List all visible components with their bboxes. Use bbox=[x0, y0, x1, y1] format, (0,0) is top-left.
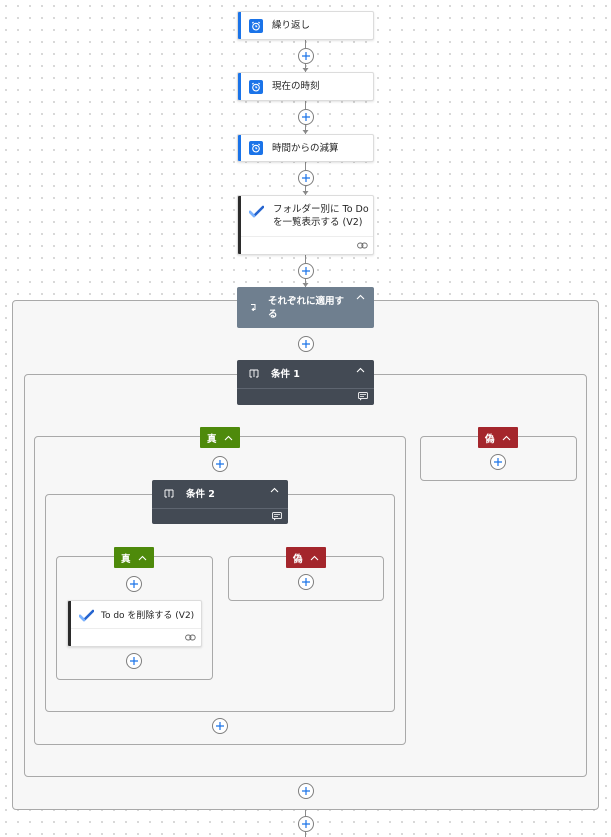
todo-check-icon bbox=[79, 609, 94, 622]
alarm-clock-icon bbox=[249, 18, 263, 33]
condition-icon bbox=[164, 489, 174, 498]
condition2-header[interactable]: 条件 2 bbox=[152, 480, 288, 524]
chevron-up-icon[interactable] bbox=[502, 435, 511, 441]
alarm-clock-icon bbox=[249, 79, 263, 94]
condition2-false-branch-label[interactable]: 偽 bbox=[286, 547, 326, 568]
card-accent bbox=[238, 12, 241, 39]
action-title-line2: を一覧表示する (V2) bbox=[273, 217, 363, 228]
condition1-title: 条件 1 bbox=[271, 369, 300, 380]
branch-label-text: 真 bbox=[207, 433, 217, 445]
branch-label-text: 偽 bbox=[485, 433, 495, 445]
condition1-false-branch-label[interactable]: 偽 bbox=[478, 427, 518, 448]
action-card-delete-todo[interactable]: To do を削除する (V2) bbox=[67, 600, 202, 647]
card-accent bbox=[68, 601, 71, 646]
add-step-button[interactable] bbox=[212, 456, 228, 472]
chevron-up-icon[interactable] bbox=[356, 294, 365, 300]
add-step-button[interactable] bbox=[490, 454, 506, 470]
action-title-line1: フォルダー別に To Do bbox=[273, 204, 369, 215]
condition2-true-branch-label[interactable]: 真 bbox=[114, 547, 154, 568]
card-accent bbox=[238, 73, 241, 100]
plus-icon bbox=[301, 787, 310, 795]
action-card-current-time[interactable]: 現在の時刻 bbox=[237, 72, 374, 101]
add-step-button[interactable] bbox=[297, 816, 314, 832]
chevron-up-icon[interactable] bbox=[356, 367, 365, 373]
condition-icon bbox=[249, 369, 259, 378]
loop-icon bbox=[251, 304, 256, 311]
header-divider bbox=[152, 508, 288, 509]
comment-icon[interactable] bbox=[272, 512, 282, 521]
plus-icon bbox=[130, 657, 138, 665]
add-step-button[interactable] bbox=[212, 718, 228, 734]
apply-each-title-line1: それぞれに適用す bbox=[268, 296, 345, 307]
add-step-button[interactable] bbox=[297, 263, 314, 279]
chevron-up-icon[interactable] bbox=[224, 435, 233, 441]
action-card-list-todos[interactable]: フォルダー別に To Do を一覧表示する (V2) bbox=[237, 195, 374, 255]
plus-icon bbox=[494, 458, 502, 466]
plus-icon bbox=[301, 267, 310, 275]
add-step-button[interactable] bbox=[297, 170, 314, 186]
condition2-title: 条件 2 bbox=[186, 489, 215, 500]
apply-each-title-line2: る bbox=[268, 309, 278, 320]
add-step-button[interactable] bbox=[297, 48, 314, 64]
branch-label-text: 真 bbox=[121, 553, 131, 565]
card-footer bbox=[241, 236, 373, 254]
card-footer bbox=[71, 628, 201, 646]
chevron-up-icon[interactable] bbox=[138, 555, 147, 561]
plus-icon bbox=[301, 340, 310, 348]
plus-icon bbox=[301, 578, 310, 586]
action-title: 時間からの減算 bbox=[272, 142, 339, 154]
action-title: 現在の時刻 bbox=[272, 81, 320, 92]
action-title: To do を削除する (V2) bbox=[101, 610, 195, 621]
link-icon[interactable] bbox=[185, 634, 196, 641]
action-card-recurrence[interactable]: 繰り返し bbox=[237, 11, 374, 40]
condition1-true-branch-label[interactable]: 真 bbox=[200, 427, 240, 448]
add-step-button[interactable] bbox=[297, 336, 314, 352]
link-icon[interactable] bbox=[357, 242, 368, 249]
plus-icon bbox=[216, 460, 224, 468]
chevron-up-icon[interactable] bbox=[270, 487, 279, 493]
todo-check-icon bbox=[249, 205, 264, 218]
add-step-button[interactable] bbox=[297, 574, 314, 590]
comment-icon[interactable] bbox=[358, 392, 368, 401]
add-step-button[interactable] bbox=[297, 783, 314, 799]
condition1-header[interactable]: 条件 1 bbox=[237, 360, 374, 405]
branch-label-text: 偽 bbox=[293, 553, 303, 565]
card-accent bbox=[238, 135, 241, 161]
plus-icon bbox=[216, 722, 224, 730]
add-step-button[interactable] bbox=[297, 109, 314, 125]
alarm-clock-icon bbox=[249, 141, 263, 155]
plus-icon bbox=[301, 52, 310, 60]
plus-icon bbox=[301, 113, 310, 121]
plus-icon bbox=[301, 174, 310, 182]
action-title: 繰り返し bbox=[272, 20, 311, 31]
plus-icon bbox=[301, 820, 310, 828]
add-step-button[interactable] bbox=[126, 653, 142, 669]
add-step-button[interactable] bbox=[126, 576, 142, 592]
action-card-subtract-time[interactable]: 時間からの減算 bbox=[237, 134, 374, 162]
card-accent bbox=[238, 196, 241, 254]
header-divider bbox=[237, 388, 374, 389]
apply-each-header[interactable]: それぞれに適用す る bbox=[237, 287, 374, 328]
plus-icon bbox=[130, 580, 138, 588]
chevron-up-icon[interactable] bbox=[310, 555, 319, 561]
